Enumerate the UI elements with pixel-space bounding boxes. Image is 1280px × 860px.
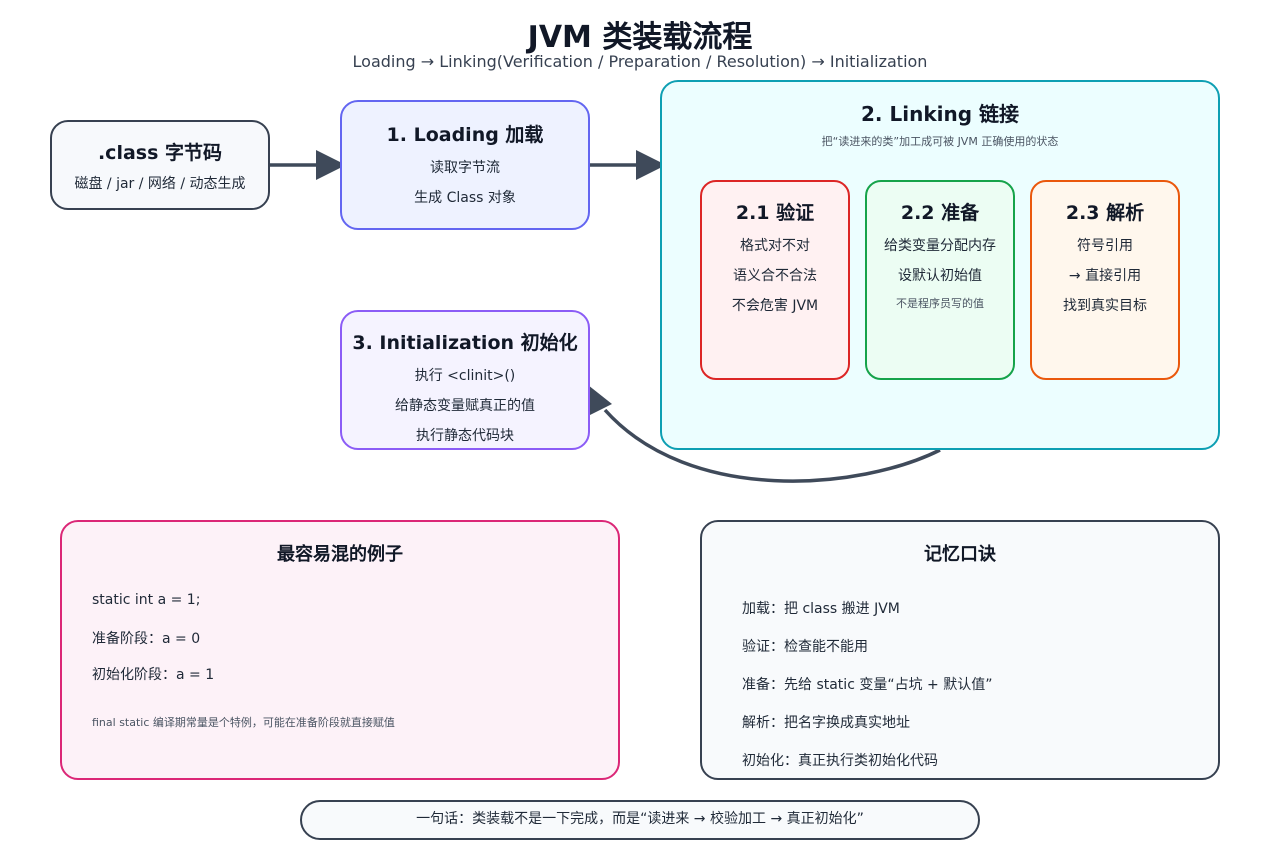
mnemonic-heading: 记忆口诀 [924,544,996,565]
resolve-line-2: → 直接引用 [1068,268,1142,284]
verify-heading: 2.1 验证 [735,202,815,224]
loading-heading: 1. Loading 加载 [386,124,544,146]
initialization-heading: 3. Initialization 初始化 [352,332,578,354]
summary-banner: 一句话：类装载不是一下完成，而是“读进来 → 校验加工 → 真正初始化” [300,800,980,840]
loading-box: 1. Loading 加载 读取字节流 生成 Class 对象 [340,100,590,230]
loading-line-1: 读取字节流 [430,160,500,176]
bytecode-source-box: .class 字节码 磁盘 / jar / 网络 / 动态生成 [50,120,270,210]
initialization-line-2: 给静态变量赋真正的值 [395,398,535,414]
initialization-line-3: 执行静态代码块 [416,428,514,444]
mnemonic-item: 加载：把 class 搬进 JVM [742,601,900,617]
resolve-line-1: 符号引用 [1077,238,1133,254]
mnemonic-item: 解析：把名字换成真实地址 [742,715,910,731]
loading-line-2: 生成 Class 对象 [414,190,516,206]
mnemonic-item: 验证：检查能不能用 [742,639,868,655]
mnemonic-panel: 记忆口诀 加载：把 class 搬进 JVM 验证：检查能不能用 准备：先给 s… [700,520,1220,780]
verify-line-3: 不会危害 JVM [731,298,819,314]
verify-line-2: 语义合不合法 [733,268,817,284]
linking-heading: 2. Linking 链接 [861,102,1019,126]
prepare-box: 2.2 准备 给类变量分配内存 设默认初始值 不是程序员写的值 [865,180,1015,380]
mnemonic-item: 准备：先给 static 变量“占坑 + 默认值” [742,677,993,693]
page-title: JVM 类装载流程 [527,20,753,55]
linking-note: 把“读进来的类”加工成可被 JVM 正确使用的状态 [821,135,1059,148]
resolve-line-3: 找到真实目标 [1063,298,1147,314]
resolve-heading: 2.3 解析 [1065,202,1145,224]
mnemonic-item: 初始化：真正执行类初始化代码 [742,753,938,769]
example-line-1: static int a = 1; [92,592,201,608]
verify-line-1: 格式对不对 [740,238,810,254]
page-subtitle: Loading → Linking(Verification / Prepara… [352,52,928,71]
resolve-box: 2.3 解析 符号引用 → 直接引用 找到真实目标 [1030,180,1180,380]
arrowhead-initialization [588,385,612,415]
source-heading: .class 字节码 [97,142,223,164]
prepare-note: 不是程序员写的值 [896,297,984,310]
example-note: final static 编译期常量是个特例，可能在准备阶段就直接赋值 [92,716,395,729]
example-line-2: 准备阶段：a = 0 [92,631,201,647]
initialization-line-1: 执行 <clinit>() [414,368,516,384]
initialization-box: 3. Initialization 初始化 执行 <clinit>() 给静态变… [340,310,590,450]
prepare-line-2: 设默认初始值 [898,268,982,284]
example-panel: 最容易混的例子 static int a = 1; 准备阶段：a = 0 初始化… [60,520,620,780]
example-line-3: 初始化阶段：a = 1 [92,667,215,683]
prepare-heading: 2.2 准备 [900,202,980,224]
example-heading: 最容易混的例子 [277,544,403,565]
verify-box: 2.1 验证 格式对不对 语义合不合法 不会危害 JVM [700,180,850,380]
prepare-line-1: 给类变量分配内存 [884,238,996,254]
source-line: 磁盘 / jar / 网络 / 动态生成 [74,176,246,192]
